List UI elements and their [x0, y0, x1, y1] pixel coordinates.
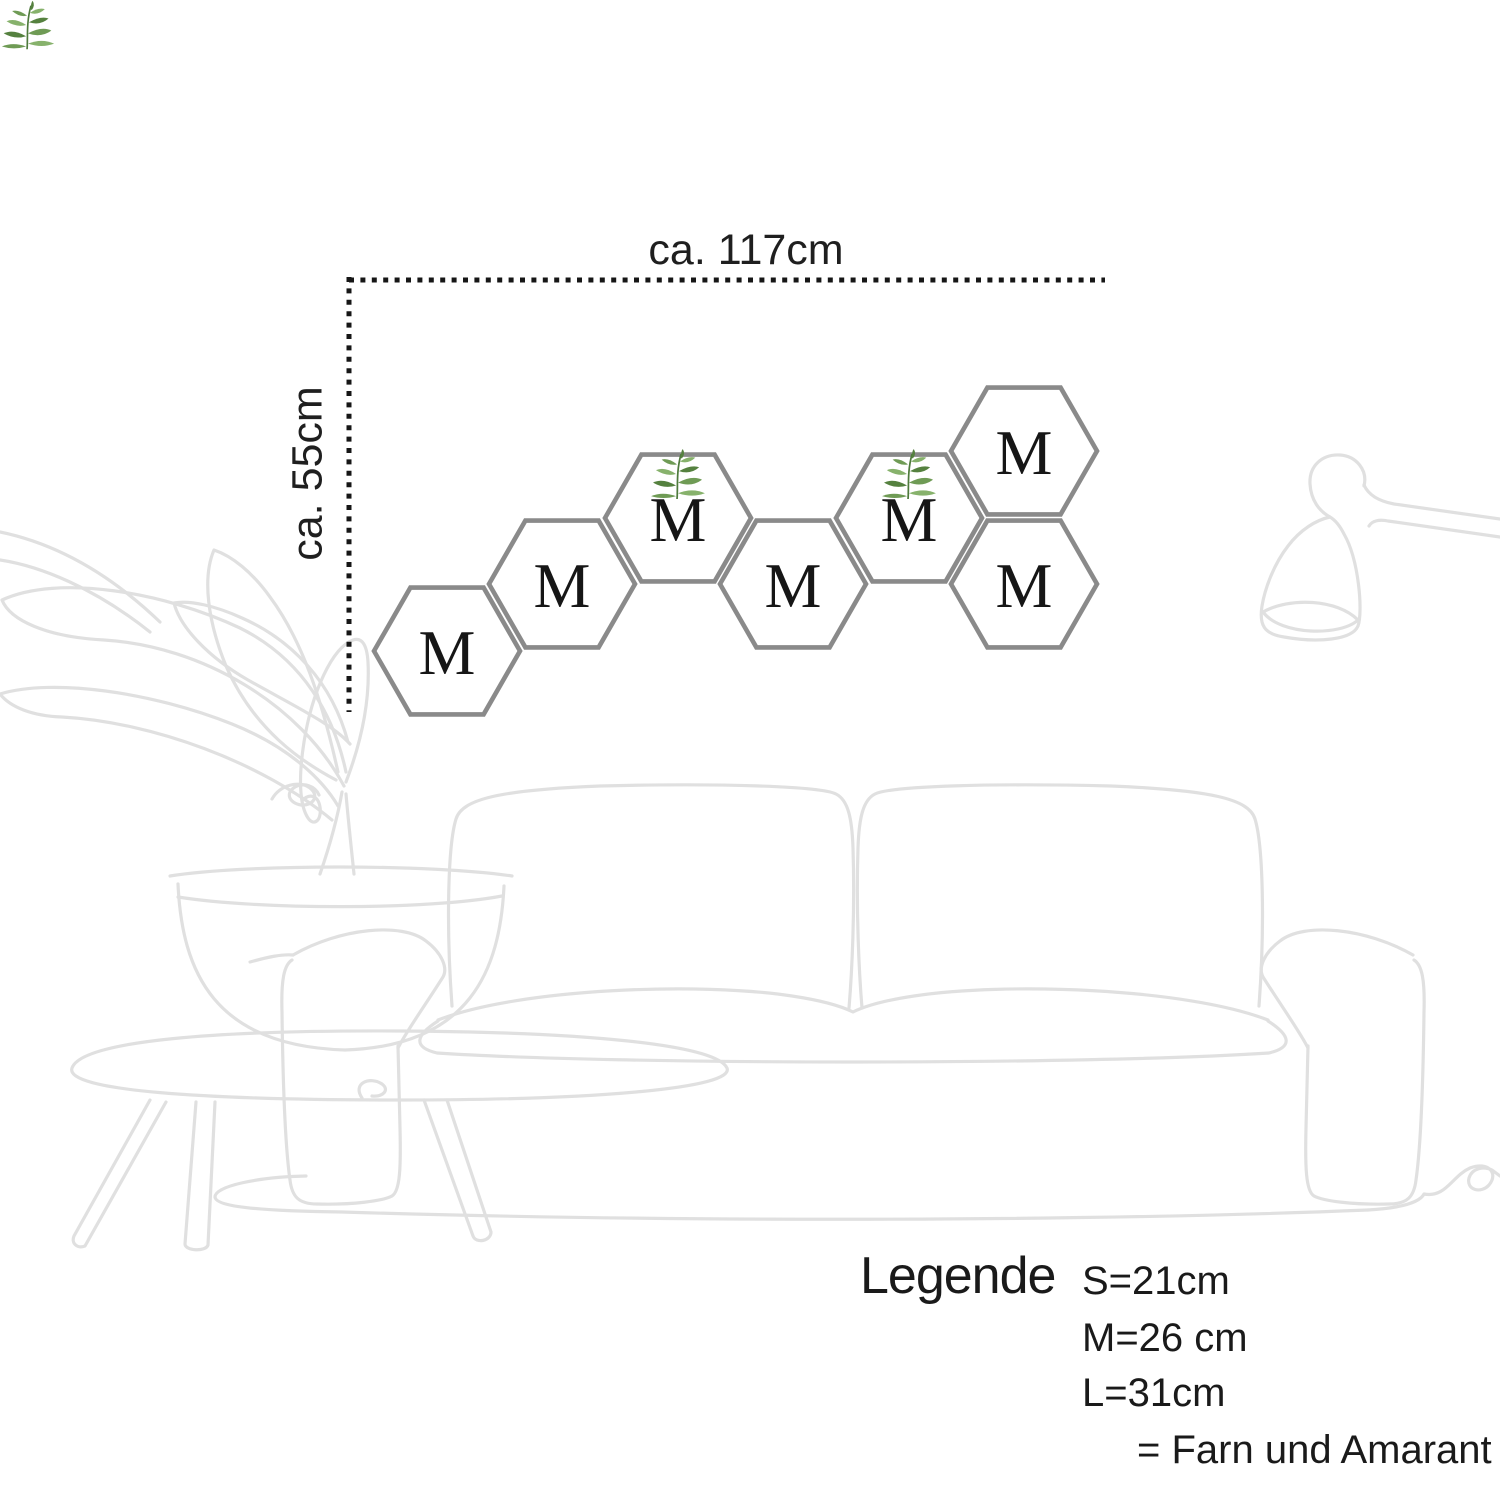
hexagon-panel: M — [948, 518, 1100, 650]
width-dimension-label: ca. 117cm — [648, 226, 844, 274]
hexagon-outline — [602, 452, 754, 584]
panel-size-label: M — [650, 484, 707, 555]
panel-size-label: M — [765, 550, 822, 621]
legend-item-size-m: M=26 cm — [1082, 1316, 1248, 1360]
panel-size-label: M — [881, 484, 938, 555]
fern-icon — [0, 0, 56, 50]
panel-size-label: M — [996, 417, 1053, 488]
legend-fern-label: = Farn und Amarant — [1137, 1428, 1492, 1472]
hexagon-panel: M — [486, 518, 638, 650]
legend-item-size-s: S=21cm — [1082, 1259, 1230, 1303]
height-dimension-label: ca. 55cm — [283, 386, 332, 561]
panel-size-label: M — [419, 617, 476, 688]
hexagon-outline — [948, 518, 1100, 650]
hexagon-panel: M — [371, 585, 523, 717]
hexagon-panel: M — [602, 449, 754, 584]
hexagon-outline — [833, 452, 985, 584]
hexagon-outline — [486, 518, 638, 650]
hexagon-outline — [371, 585, 523, 717]
hexagon-panel: M — [717, 518, 869, 650]
hexagon-panel: M — [833, 449, 985, 584]
legend-title: Legende — [860, 1247, 1056, 1305]
hexagon-outline — [948, 385, 1100, 517]
hexagon-outline — [717, 518, 869, 650]
panel-size-label: M — [996, 550, 1053, 621]
hexagon-panel: M — [948, 385, 1100, 517]
panel-size-label: M — [534, 550, 591, 621]
legend-item-size-l: L=31cm — [1082, 1371, 1226, 1415]
